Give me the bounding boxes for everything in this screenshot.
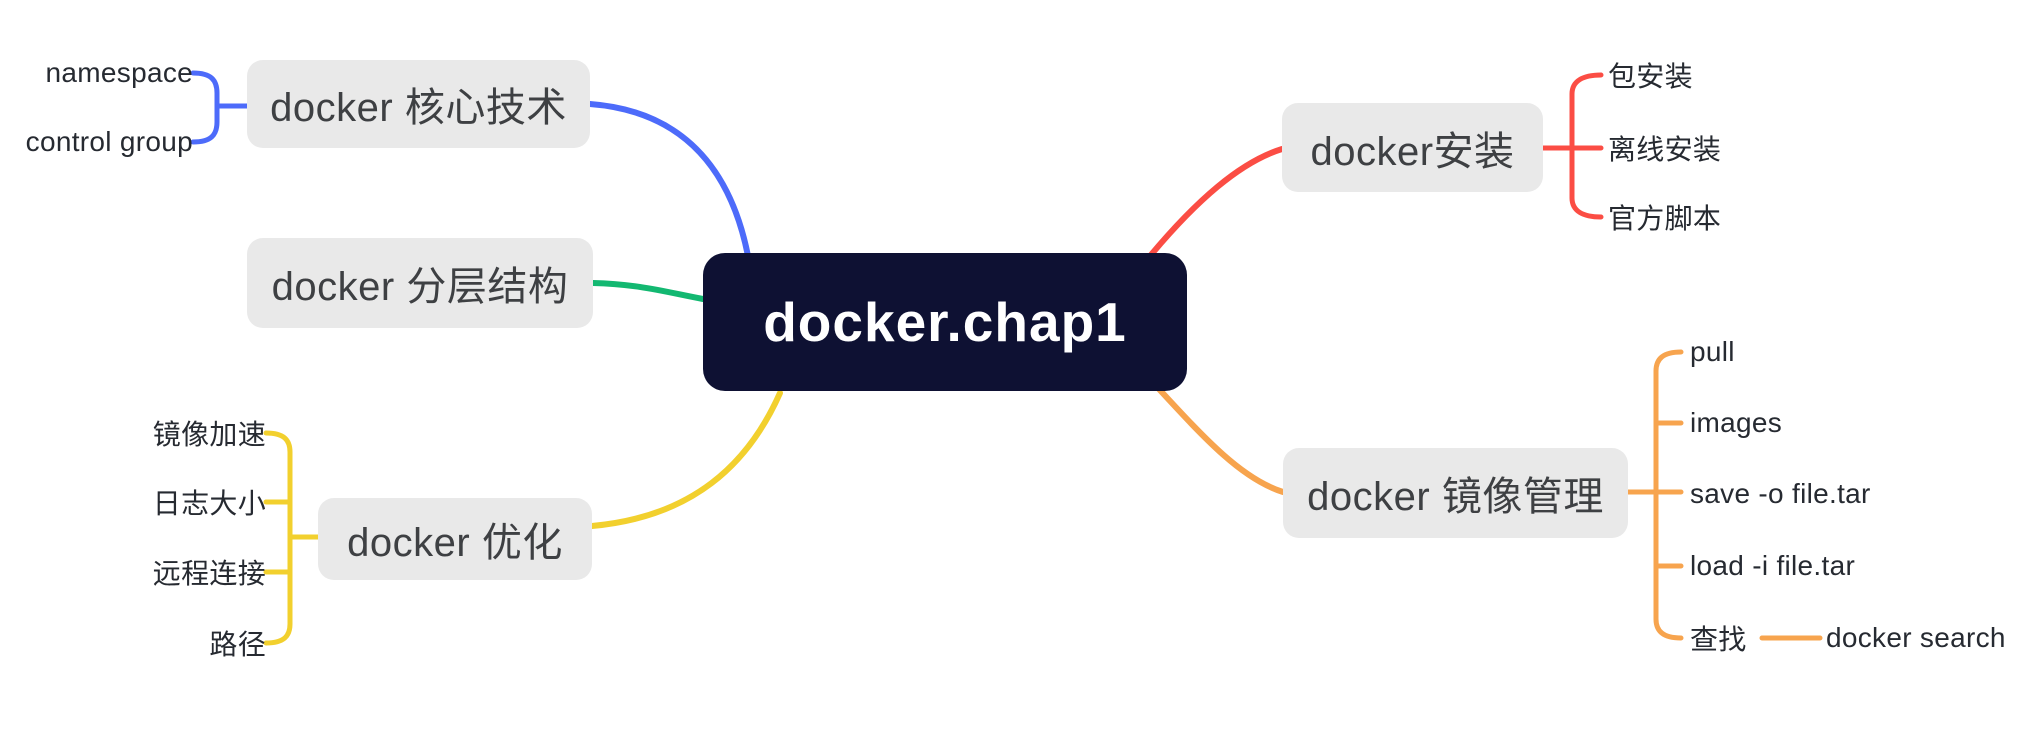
edge-layered xyxy=(590,280,706,302)
child-label-namespace[interactable]: namespace xyxy=(45,57,193,88)
child-label-save[interactable]: save -o file.tar xyxy=(1690,478,1871,509)
branch-node-core-tech[interactable]: docker 核心技术 xyxy=(247,60,590,148)
child-label-log-size[interactable]: 日志大小 xyxy=(152,488,266,519)
child-label-package-install[interactable]: 包安装 xyxy=(1608,61,1693,92)
edge-core-tech xyxy=(587,101,751,259)
child-label-official-script[interactable]: 官方脚本 xyxy=(1608,203,1722,234)
edge-image-management xyxy=(1155,385,1286,495)
child-label-load[interactable]: load -i file.tar xyxy=(1690,550,1856,581)
child-label-control-group[interactable]: control group xyxy=(25,126,193,157)
edge-optimization xyxy=(589,390,783,529)
bracket-image-management xyxy=(1653,349,1684,641)
bracket-optimization xyxy=(263,430,293,646)
child-label-search[interactable]: 查找 xyxy=(1690,624,1747,655)
child-label-images[interactable]: images xyxy=(1690,407,1783,438)
branch-node-layered-structure[interactable]: docker 分层结构 xyxy=(247,238,593,328)
child-label-docker-search[interactable]: docker search xyxy=(1826,622,2006,653)
branch-node-image-management[interactable]: docker 镜像管理 xyxy=(1283,448,1628,538)
central-node[interactable]: docker.chap1 xyxy=(703,253,1187,391)
branch-node-install[interactable]: docker安装 xyxy=(1282,103,1543,192)
branch-node-optimization[interactable]: docker 优化 xyxy=(318,498,592,580)
child-label-pull[interactable]: pull xyxy=(1690,336,1735,367)
child-label-offline-install[interactable]: 离线安装 xyxy=(1608,134,1722,165)
edge-install xyxy=(1147,146,1285,259)
bracket-core-tech xyxy=(190,70,220,145)
child-label-mirror-accel[interactable]: 镜像加速 xyxy=(152,419,266,450)
child-label-path[interactable]: 路径 xyxy=(209,629,266,660)
child-label-remote-connect[interactable]: 远程连接 xyxy=(152,558,266,589)
